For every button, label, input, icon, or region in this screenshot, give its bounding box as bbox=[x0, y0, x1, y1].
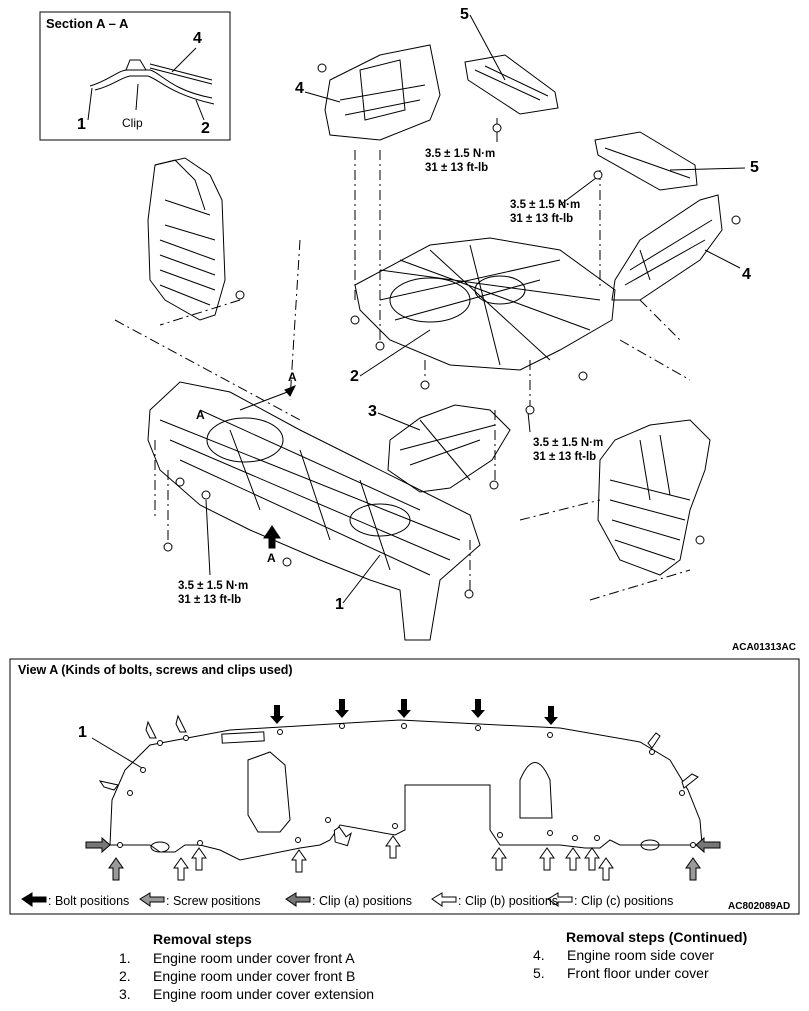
legend-screw: : Screw positions bbox=[166, 894, 261, 908]
view-label-a1: A bbox=[288, 370, 297, 384]
section-title: Section A – A bbox=[46, 16, 129, 31]
side-cover-right bbox=[611, 194, 723, 301]
view-a-callout-1: 1 bbox=[78, 724, 87, 741]
section-clip-label: Clip bbox=[122, 116, 143, 130]
under-cover-front-b bbox=[354, 237, 616, 371]
section-callout-1: 1 bbox=[77, 116, 86, 133]
view-arrow-a-bottom bbox=[263, 525, 281, 549]
left-side-cover bbox=[147, 157, 226, 321]
section-clip-drawing bbox=[89, 59, 215, 105]
torque-ftlb: 31 ± 13 ft-lb bbox=[178, 594, 242, 606]
torque-nm: 3.5 ± 1.5 N·m bbox=[510, 199, 581, 211]
section-box bbox=[39, 11, 231, 141]
torque-ftlb: 31 ± 13 ft-lb bbox=[510, 213, 574, 225]
view-a-box bbox=[9, 658, 800, 915]
callout-5-top: 5 bbox=[460, 6, 469, 23]
view-label-a3: A bbox=[267, 551, 276, 565]
section-callout-4: 4 bbox=[193, 30, 202, 47]
callout-5-right: 5 bbox=[750, 159, 759, 176]
figure-code-view-a: AC802089AD bbox=[728, 901, 791, 912]
removal-step: 1.Engine room under cover front A bbox=[119, 950, 355, 966]
legend-bolt: : Bolt positions bbox=[48, 894, 130, 908]
callout-2: 2 bbox=[350, 368, 359, 385]
view-a-title: View A (Kinds of bolts, screws and clips… bbox=[18, 663, 293, 677]
view-label-a2: A bbox=[196, 408, 205, 422]
front-floor-cover-top bbox=[464, 54, 559, 115]
torque-nm: 3.5 ± 1.5 N·m bbox=[425, 148, 496, 160]
torque-nm: 3.5 ± 1.5 N·m bbox=[178, 580, 249, 592]
removal-step: 2.Engine room under cover front B bbox=[119, 968, 356, 984]
removal-step: 4.Engine room side cover bbox=[533, 947, 715, 963]
view-a-panel bbox=[109, 719, 703, 861]
under-cover-front-a bbox=[147, 381, 481, 641]
removal-steps-continued-title: Removal steps (Continued) bbox=[566, 929, 748, 945]
callout-4-right: 4 bbox=[742, 266, 751, 283]
right-side-cover bbox=[597, 419, 711, 576]
under-cover-extension bbox=[387, 404, 511, 493]
callout-4-top: 4 bbox=[295, 80, 304, 97]
torque-nm: 3.5 ± 1.5 N·m bbox=[533, 437, 604, 449]
side-cover-top bbox=[324, 44, 441, 141]
figure-code-top: ACA01313AC bbox=[732, 642, 796, 653]
section-callout-2: 2 bbox=[201, 120, 210, 137]
torque-spec-2: 3.5 ± 1.5 N·m 31 ± 13 ft-lb bbox=[510, 198, 580, 226]
callout-3: 3 bbox=[368, 403, 377, 420]
torque-spec-3: 3.5 ± 1.5 N·m 31 ± 13 ft-lb bbox=[533, 436, 603, 464]
torque-ftlb: 31 ± 13 ft-lb bbox=[533, 451, 597, 463]
callout-1: 1 bbox=[335, 596, 344, 613]
exploded-diagram bbox=[39, 11, 746, 641]
torque-ftlb: 31 ± 13 ft-lb bbox=[425, 162, 489, 174]
legend-clip-b: : Clip (b) positions bbox=[458, 894, 559, 908]
removal-step: 3.Engine room under cover extension bbox=[119, 986, 375, 1002]
legend-clip-a: : Clip (a) positions bbox=[312, 894, 413, 908]
torque-spec-4: 3.5 ± 1.5 N·m 31 ± 13 ft-lb bbox=[178, 579, 248, 607]
torque-spec-1: 3.5 ± 1.5 N·m 31 ± 13 ft-lb bbox=[425, 147, 495, 175]
front-floor-cover-right bbox=[594, 131, 698, 191]
legend-clip-c: : Clip (c) positions bbox=[574, 894, 674, 908]
removal-steps-title: Removal steps bbox=[153, 931, 252, 947]
removal-step: 5.Front floor under cover bbox=[533, 965, 709, 981]
